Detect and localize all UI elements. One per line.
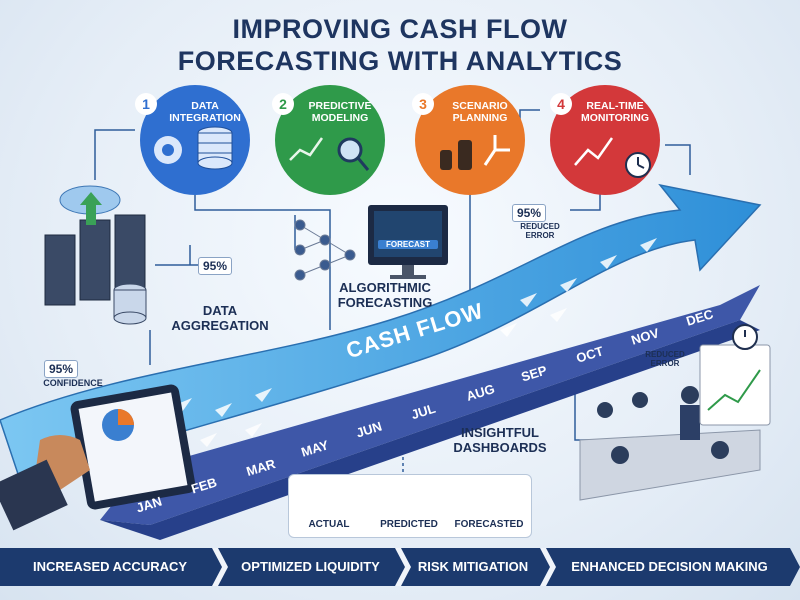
main-title-line-1: IMPROVING CASH FLOW [232, 14, 568, 44]
monitor-icon [368, 205, 448, 279]
database-stack-icon [113, 283, 147, 325]
step3-title: SCENARIO PLANNING [452, 100, 508, 124]
neural-network-icon [294, 219, 356, 281]
main-title-line-2: FORECASTING WITH ANALYTICS [177, 46, 623, 76]
benefits-bar [0, 548, 800, 586]
benefit-enhanced-decision-making: ENHANCED DECISION MAKING [571, 559, 768, 574]
reduced-error-label-2: REDUCED ERROR [645, 350, 685, 368]
cash-flow-ribbon [0, 183, 762, 481]
connector-step1-to-servers [94, 129, 135, 180]
people-group-icon [597, 386, 729, 464]
benefit-optimized-liquidity: OPTIMIZED LIQUIDITY [241, 559, 380, 574]
pie-chart-icon [102, 409, 134, 441]
trend-chart-icon [289, 137, 324, 161]
chevron-divider-2 [395, 548, 411, 586]
wall-clock-icon [732, 324, 758, 350]
step2-number: 2 [272, 93, 294, 115]
database-icon [197, 126, 233, 170]
step4-title: REAL-TIME MONITORING [580, 100, 650, 124]
confidence-label: CONFIDENCE [43, 378, 103, 388]
meeting-table-icon [579, 429, 761, 501]
clock-icon [625, 152, 651, 178]
step1-number: 1 [135, 93, 157, 115]
insightful-dashboards-label: INSIGHTFUL DASHBOARDS [453, 425, 547, 455]
forecast-screen-label: FORECAST [378, 240, 438, 249]
upload-arrow-icon [80, 192, 102, 225]
legend-predicted: PREDICTED [380, 519, 438, 530]
presentation-board-icon [699, 344, 771, 426]
monitoring-chart-icon [574, 137, 614, 166]
data-aggregation-label: DATA AGGREGATION [171, 303, 269, 333]
chevron-divider-3 [540, 548, 556, 586]
step2-circle [275, 85, 385, 195]
reduced-error-label-1: REDUCED ERROR [520, 222, 560, 240]
legend-card: ACTUAL PREDICTED FORECASTED [288, 474, 532, 538]
step4-number: 4 [550, 93, 572, 115]
benefit-increased-accuracy: INCREASED ACCURACY [32, 559, 188, 574]
aggregation-percent: 95% [198, 257, 233, 275]
confidence-percent: 95% [44, 360, 79, 378]
connector-step1-to-ribbon [194, 195, 331, 330]
algorithmic-forecasting-label: ALGORITHMIC FORECASTING [337, 280, 433, 310]
server-rack-icon [44, 214, 146, 306]
legend-forecasted: FORECASTED [454, 519, 524, 530]
benefit-risk-mitigation: RISK MITIGATION [417, 559, 529, 574]
step2-title: PREDICTIVE MODELING [308, 100, 372, 124]
split-arrows-icon [483, 135, 510, 166]
legend-actual: ACTUAL [308, 519, 350, 530]
step1-title: DATA INTEGRATION [169, 100, 241, 124]
chevron-divider-1 [212, 548, 228, 586]
step3-number: 3 [412, 93, 434, 115]
magnifier-icon [337, 137, 370, 171]
chess-pieces-icon [440, 140, 472, 170]
reduced-error-percent: 95% [512, 204, 547, 222]
tablet-icon [70, 384, 196, 510]
timeline-band [100, 285, 760, 525]
timeline-band-shadow [100, 320, 760, 540]
sleeve-shape [0, 459, 68, 531]
gear-icon [154, 136, 182, 164]
connector-step4-to-error [570, 190, 601, 211]
connector-step4-right [665, 144, 691, 175]
